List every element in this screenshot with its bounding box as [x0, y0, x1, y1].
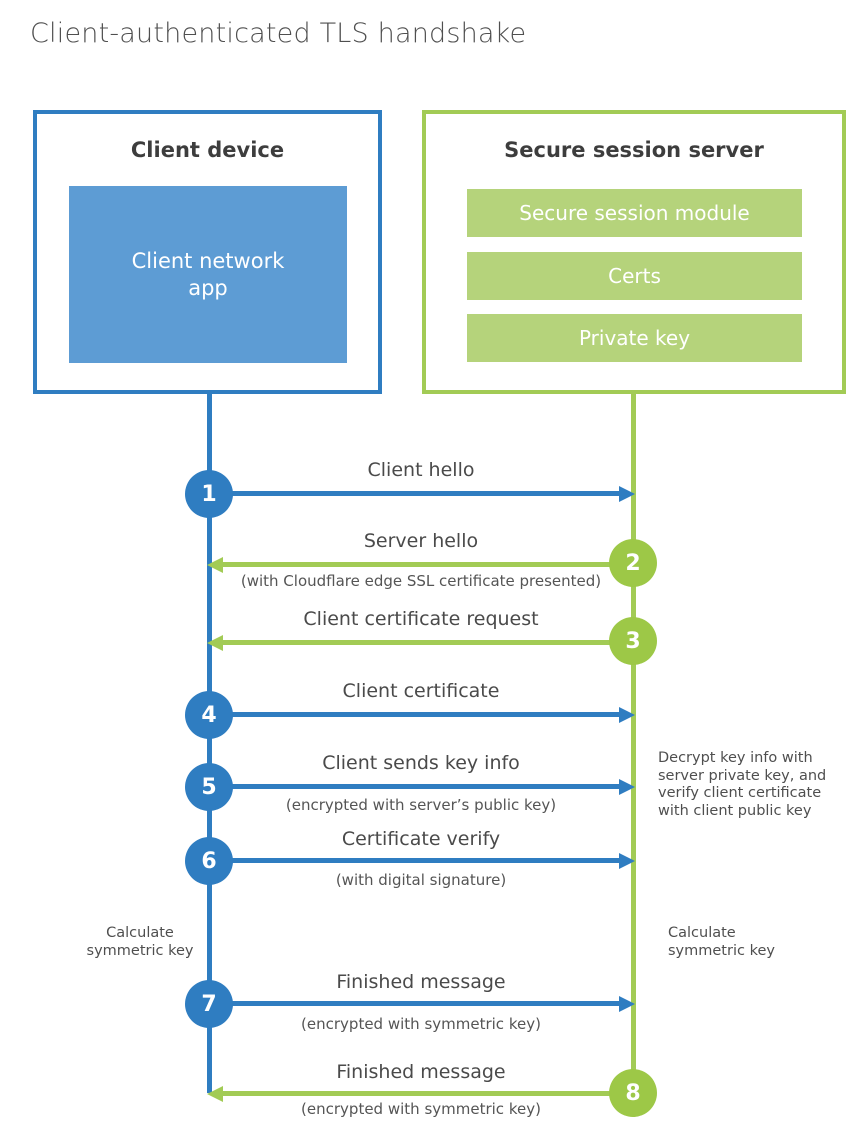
- client-network-app-label: Client network app: [131, 248, 285, 300]
- step-1-badge: 1: [185, 470, 233, 518]
- step-8-badge: 8: [609, 1069, 657, 1117]
- server-lifeline: [631, 394, 636, 1093]
- step-2-subtext: (with Cloudflare edge SSL certificate pr…: [240, 572, 602, 590]
- step-8-subtext: (encrypted with symmetric key): [301, 1100, 541, 1118]
- arrowhead-icon: [619, 853, 635, 869]
- step-4-label: Client certificate: [342, 680, 500, 702]
- step-6-badge: 6: [185, 837, 233, 885]
- step-2-label: Server hello: [363, 530, 479, 552]
- step-1-label: Client hello: [367, 459, 475, 481]
- arrowhead-icon: [619, 996, 635, 1012]
- arrowhead-icon: [619, 486, 635, 502]
- step-7-arrow-right: [209, 996, 635, 1012]
- step-5-label: Client sends key info: [322, 752, 520, 774]
- server-module-private-key: Private key: [467, 314, 802, 362]
- server-module-certs: Certs: [467, 252, 802, 300]
- step-7-subtext: (encrypted with symmetric key): [301, 1015, 541, 1033]
- arrowhead-icon: [207, 635, 223, 651]
- server-decrypt-note: Decrypt key info with server private key…: [658, 750, 827, 819]
- secure-session-server-title: Secure session server: [504, 138, 764, 162]
- client-network-app-box: Client network app: [69, 186, 347, 363]
- arrowhead-icon: [207, 1086, 223, 1102]
- client-calculate-symmetric-key-note: Calculate symmetric key: [86, 925, 194, 959]
- step-4-arrow-right: [209, 707, 635, 723]
- client-device-title: Client device: [130, 138, 285, 162]
- step-3-arrow-left: [207, 635, 633, 651]
- step-7-badge: 7: [185, 980, 233, 1028]
- arrowhead-icon: [619, 779, 635, 795]
- step-1-arrow-right: [209, 486, 635, 502]
- client-lifeline: [207, 394, 212, 1093]
- step-6-subtext: (with digital signature): [335, 871, 507, 889]
- step-5-badge: 5: [185, 763, 233, 811]
- server-calculate-symmetric-key-note: Calculate symmetric key: [668, 925, 775, 959]
- step-4-badge: 4: [185, 691, 233, 739]
- arrowhead-icon: [619, 707, 635, 723]
- step-3-label: Client certificate request: [303, 608, 539, 630]
- step-2-badge: 2: [609, 539, 657, 587]
- step-6-label: Certificate verify: [341, 828, 501, 850]
- step-5-subtext: (encrypted with server’s public key): [285, 796, 557, 814]
- step-7-label: Finished message: [336, 971, 506, 993]
- arrowhead-icon: [207, 557, 223, 573]
- page-title: Client-authenticated TLS handshake: [30, 18, 527, 49]
- step-8-arrow-left: [207, 1086, 633, 1102]
- step-5-arrow-right: [209, 779, 635, 795]
- step-3-badge: 3: [609, 617, 657, 665]
- step-2-arrow-left: [207, 557, 633, 573]
- server-module-secure-session: Secure session module: [467, 189, 802, 237]
- step-6-arrow-right: [209, 853, 635, 869]
- step-8-label: Finished message: [336, 1061, 506, 1083]
